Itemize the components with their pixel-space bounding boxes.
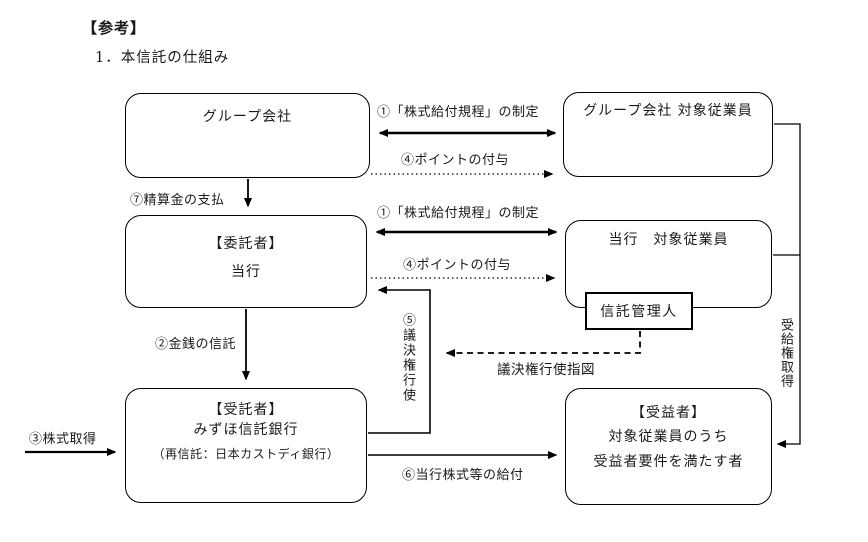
arrow-voting-instruction <box>445 331 641 357</box>
label-points-top: ④ポイントの付与 <box>401 153 510 168</box>
box-settlor-role: 【委託者】 <box>208 236 284 252</box>
box-beneficiary-role: 【受益者】 <box>631 405 706 421</box>
box-trustee-name: みずほ信託銀行 <box>193 422 299 439</box>
box-group-company-label: グループ会社 <box>202 109 293 125</box>
box-group-employees-label: グループ会社 対象従業員 <box>583 103 753 119</box>
arrow-voting-exercise <box>368 286 431 434</box>
box-beneficiary: 【受益者】 対象従業員のうち 受益者要件を満たす者 <box>565 388 772 505</box>
box-bank-employees-label: 当行 対象従業員 <box>608 232 729 248</box>
page-title: 1．本信託の仕組み <box>95 50 230 66</box>
label-share-delivery: ⑥当行株式等の給付 <box>402 468 524 483</box>
label-points-mid: ④ポイントの付与 <box>403 258 512 273</box>
box-settlor: 【委託者】 当行 <box>125 215 367 308</box>
line-benefit-right <box>774 123 801 448</box>
box-trust-admin: 信託管理人 <box>585 292 693 330</box>
box-beneficiary-line2: 受益者要件を満たす者 <box>593 453 744 470</box>
box-trust-admin-label: 信託管理人 <box>600 304 678 320</box>
label-money-trust: ②金銭の信託 <box>155 337 237 352</box>
box-group-company: グループ会社 <box>125 93 370 178</box>
box-beneficiary-line1: 対象従業員のうち <box>608 429 729 446</box>
label-regulation-mid: ①「株式給付規程」の制定 <box>377 206 540 221</box>
label-share-acquisition: ③株式取得 <box>29 432 97 447</box>
label-voting-instruction: 議決権行使指図 <box>497 362 595 378</box>
box-group-employees: グループ会社 対象従業員 <box>563 92 773 177</box>
label-benefit-right: 受給権取得 <box>778 318 793 388</box>
label-voting-exercise: ⑤議決権行使 <box>400 313 415 403</box>
label-regulation-top: ①「株式給付規程」の制定 <box>377 105 540 120</box>
box-settlor-name: 当行 <box>231 264 261 281</box>
label-settlement: ⑦精算金の支払 <box>130 193 225 208</box>
box-trustee: 【受託者】 みずほ信託銀行 （再信託：日本カストディ銀行） <box>125 388 367 503</box>
reference-label: 【参考】 <box>82 19 147 37</box>
box-trustee-note: （再信託：日本カストディ銀行） <box>152 446 340 461</box>
box-trustee-role: 【受託者】 <box>208 402 284 418</box>
